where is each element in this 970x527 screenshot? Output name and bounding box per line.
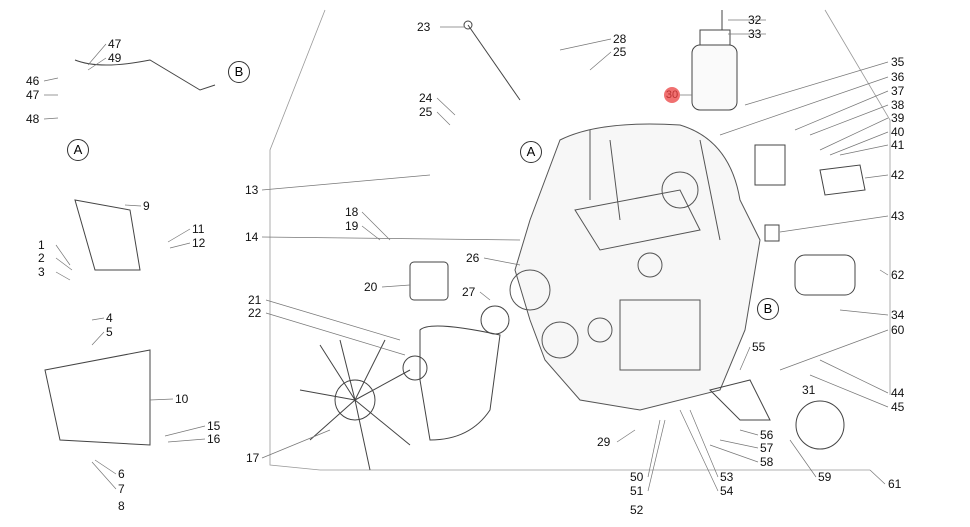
label-1[interactable]: 1 — [38, 238, 45, 252]
label-39[interactable]: 39 — [891, 111, 905, 125]
dipstick — [463, 20, 521, 101]
bracket-9 — [74, 199, 141, 271]
label-48[interactable]: 48 — [26, 112, 40, 126]
label-54[interactable]: 54 — [720, 484, 734, 498]
label-47b[interactable]: 47 — [26, 88, 40, 102]
label-60[interactable]: 60 — [891, 323, 905, 337]
water-pump — [480, 305, 510, 335]
label-55[interactable]: 55 — [752, 340, 766, 354]
label-7[interactable]: 7 — [118, 482, 125, 496]
belt — [419, 325, 501, 441]
label-58[interactable]: 58 — [760, 455, 774, 469]
ref-a-left: A — [67, 139, 89, 161]
label-25b[interactable]: 25 — [419, 105, 433, 119]
label-10[interactable]: 10 — [175, 392, 189, 406]
pulley — [402, 355, 428, 381]
label-57[interactable]: 57 — [760, 441, 774, 455]
label-20[interactable]: 20 — [364, 280, 378, 294]
fuel-filter — [691, 10, 738, 111]
leader-lines — [43, 19, 889, 492]
label-3[interactable]: 3 — [38, 265, 45, 279]
label-36[interactable]: 36 — [891, 70, 905, 84]
label-6[interactable]: 6 — [118, 467, 125, 481]
label-38[interactable]: 38 — [891, 98, 905, 112]
ref-b-pipe: B — [228, 61, 250, 83]
label-12[interactable]: 12 — [192, 236, 206, 250]
label-46[interactable]: 46 — [26, 74, 40, 88]
label-45[interactable]: 45 — [891, 400, 905, 414]
fan — [299, 339, 411, 471]
label-30-highlighted[interactable]: 30 — [664, 87, 680, 103]
label-40[interactable]: 40 — [891, 125, 905, 139]
label-33[interactable]: 33 — [748, 27, 762, 41]
label-47[interactable]: 47 — [108, 37, 122, 51]
label-41[interactable]: 41 — [891, 138, 905, 152]
label-35[interactable]: 35 — [891, 55, 905, 69]
ref-a-engine: A — [520, 141, 542, 163]
label-26[interactable]: 26 — [466, 251, 480, 265]
pipe-b — [74, 59, 216, 91]
label-22[interactable]: 22 — [248, 306, 262, 320]
label-25[interactable]: 25 — [613, 45, 627, 59]
label-2[interactable]: 2 — [38, 251, 45, 265]
label-16[interactable]: 16 — [207, 432, 221, 446]
label-34[interactable]: 34 — [891, 308, 905, 322]
label-62[interactable]: 62 — [891, 268, 905, 282]
label-29[interactable]: 29 — [597, 435, 611, 449]
label-31[interactable]: 31 — [802, 383, 816, 397]
label-53[interactable]: 53 — [720, 470, 734, 484]
label-21[interactable]: 21 — [248, 293, 262, 307]
label-14[interactable]: 14 — [245, 230, 259, 244]
engine — [509, 123, 761, 411]
bracket-10 — [44, 349, 151, 446]
label-44[interactable]: 44 — [891, 386, 905, 400]
label-5[interactable]: 5 — [106, 325, 113, 339]
label-8[interactable]: 8 — [118, 499, 125, 513]
label-4[interactable]: 4 — [106, 311, 113, 325]
part-43 — [764, 224, 780, 242]
label-23[interactable]: 23 — [417, 20, 431, 34]
label-15[interactable]: 15 — [207, 419, 221, 433]
label-11[interactable]: 11 — [192, 222, 205, 236]
label-32[interactable]: 32 — [748, 13, 762, 27]
label-19[interactable]: 19 — [345, 219, 359, 233]
oil-filter — [409, 261, 449, 301]
label-28[interactable]: 28 — [613, 32, 627, 46]
label-43[interactable]: 43 — [891, 209, 905, 223]
gasket-42 — [819, 164, 866, 196]
label-9[interactable]: 9 — [143, 199, 150, 213]
label-17[interactable]: 17 — [246, 451, 260, 465]
label-50[interactable]: 50 — [630, 470, 644, 484]
label-37[interactable]: 37 — [891, 84, 905, 98]
label-61[interactable]: 61 — [888, 477, 902, 491]
label-59[interactable]: 59 — [818, 470, 832, 484]
bracket-56 — [709, 379, 771, 421]
label-24[interactable]: 24 — [419, 91, 433, 105]
label-42[interactable]: 42 — [891, 168, 905, 182]
label-56[interactable]: 56 — [760, 428, 774, 442]
frame-lines — [269, 9, 891, 471]
label-27[interactable]: 27 — [462, 285, 476, 299]
label-51[interactable]: 51 — [630, 484, 644, 498]
starter — [794, 254, 856, 296]
label-18[interactable]: 18 — [345, 205, 359, 219]
ref-b-engine: B — [757, 298, 779, 320]
sediment-bowl — [754, 144, 786, 186]
label-49[interactable]: 49 — [108, 51, 122, 65]
alternator — [795, 400, 845, 450]
label-52[interactable]: 52 — [630, 503, 644, 517]
label-13[interactable]: 13 — [245, 183, 259, 197]
